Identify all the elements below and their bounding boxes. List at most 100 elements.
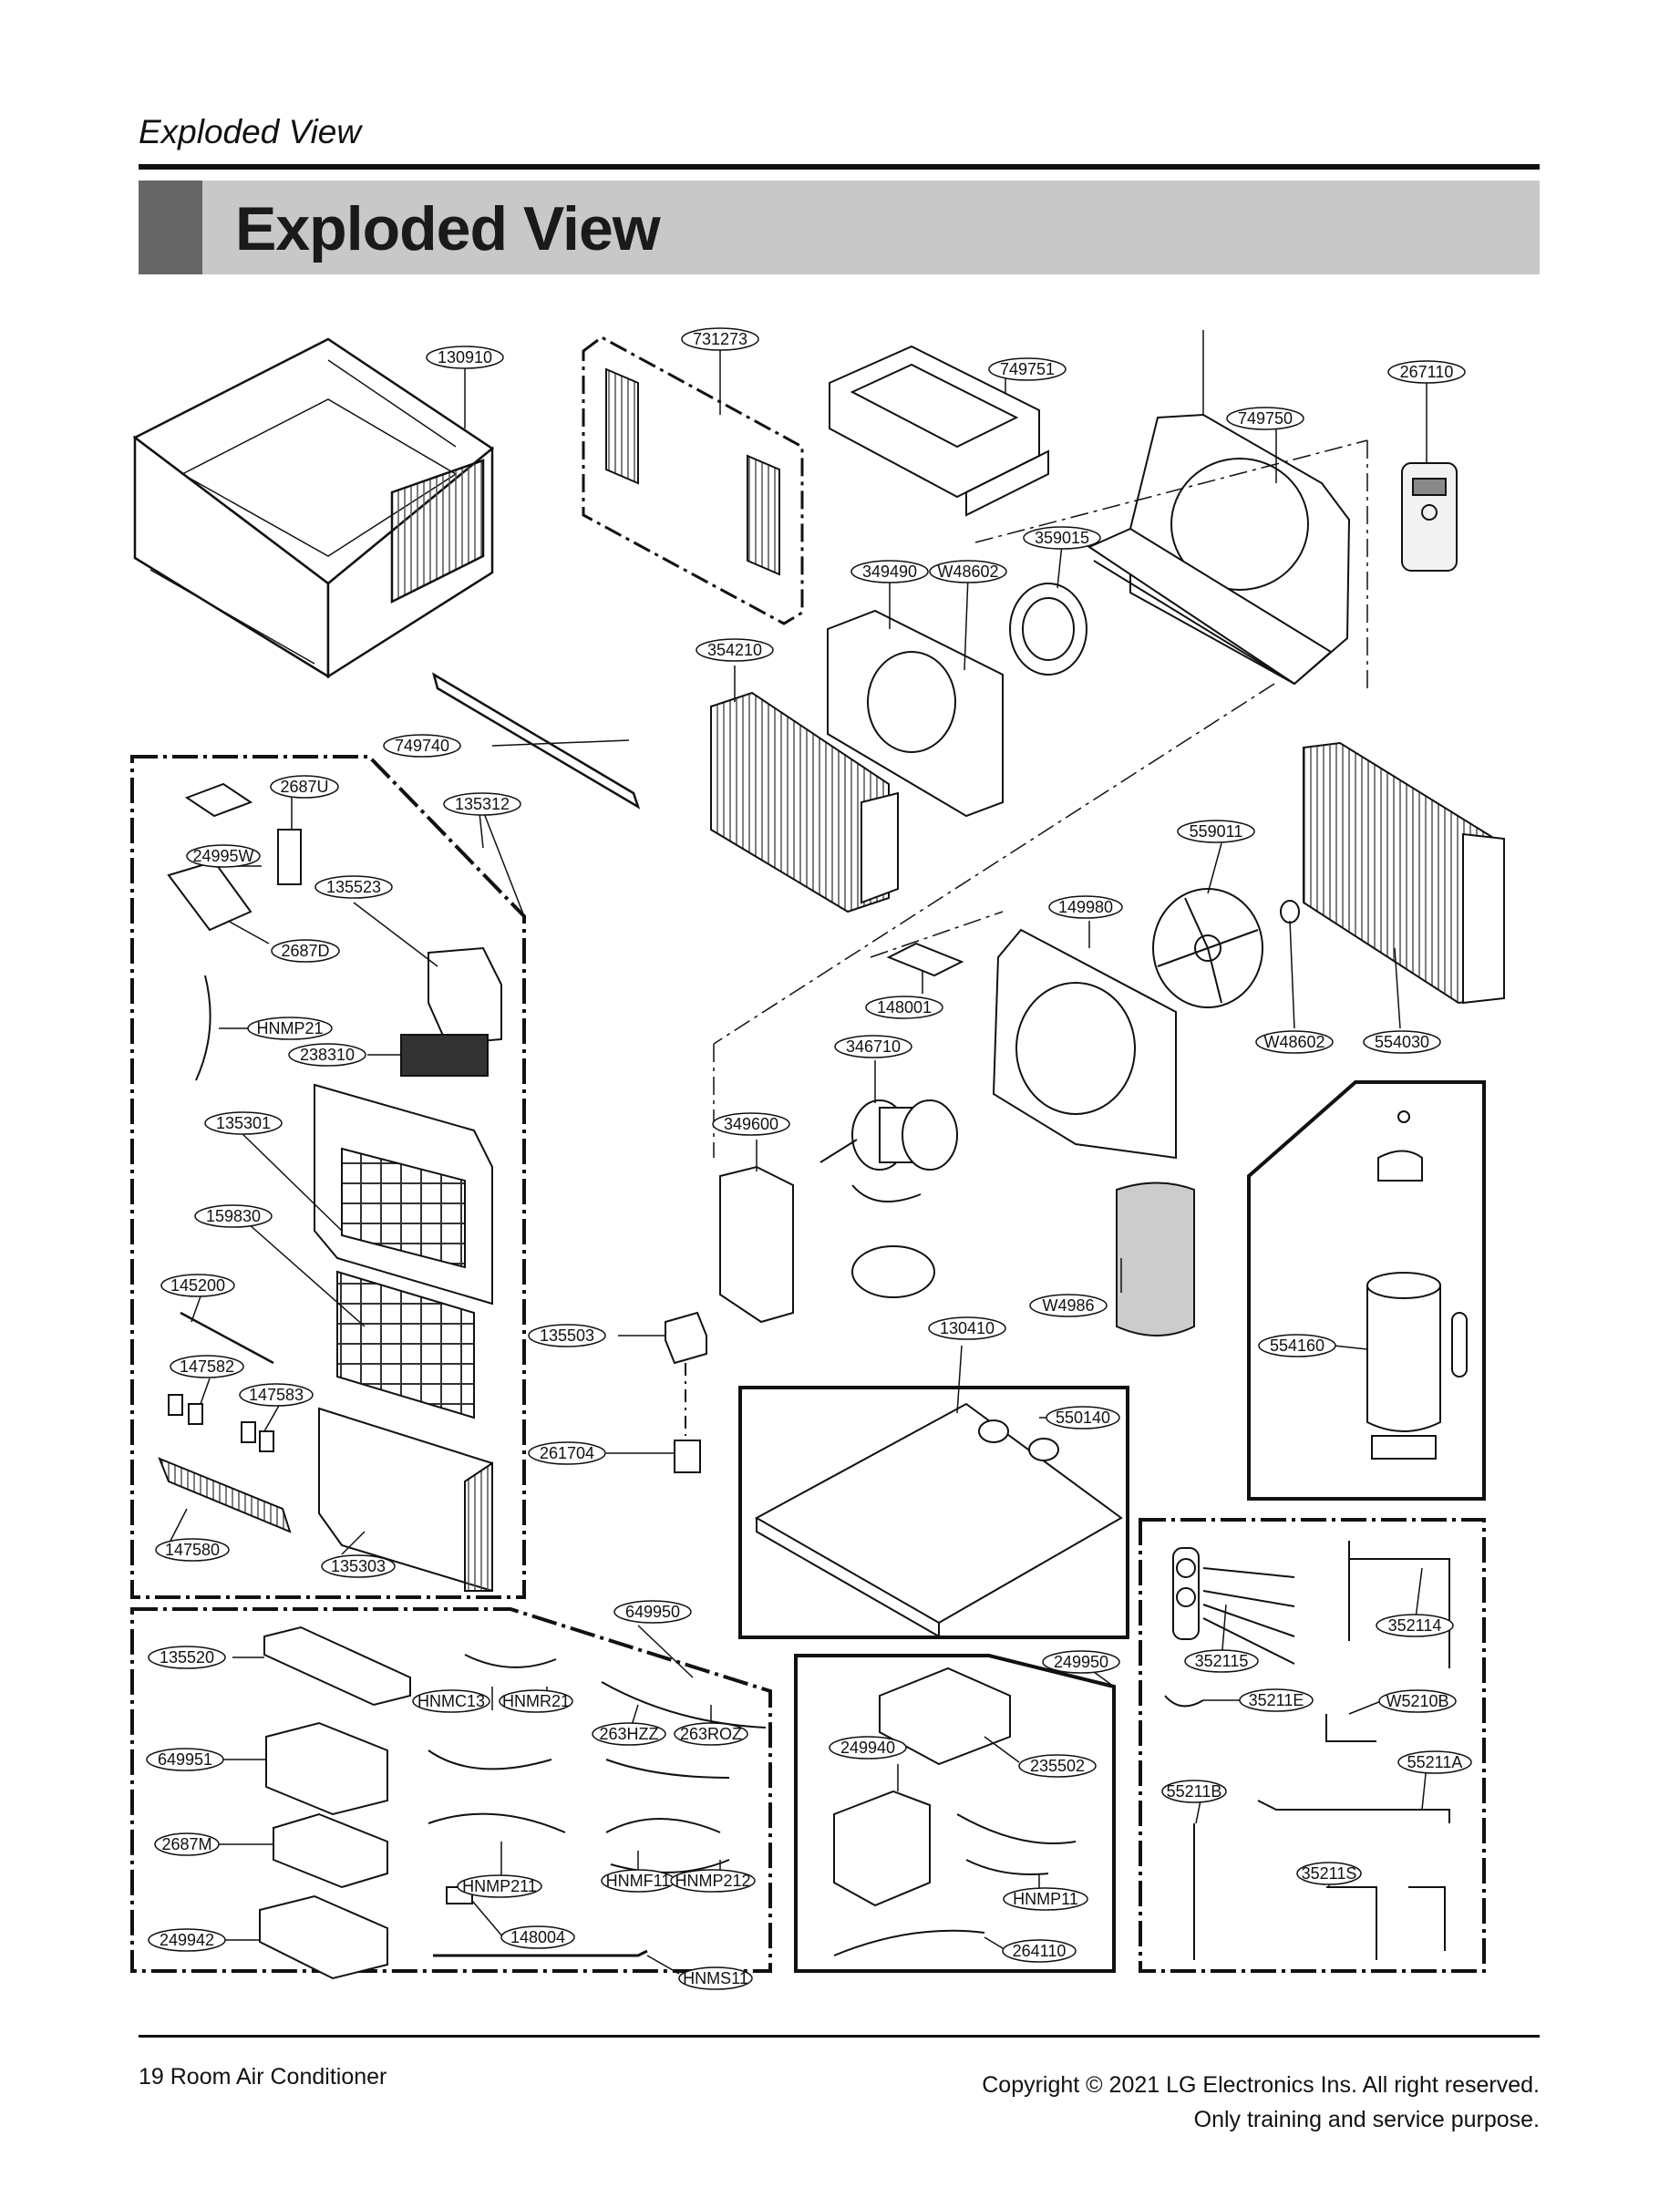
control-box-part bbox=[833, 1790, 931, 1907]
fan-motor-part bbox=[819, 1099, 958, 1202]
title-band: Exploded View bbox=[139, 181, 1540, 274]
orifice-part bbox=[827, 609, 1004, 818]
group-box-base bbox=[738, 1386, 1129, 1639]
label-55211a: 55211A bbox=[1407, 1753, 1463, 1771]
label-2687d: 2687D bbox=[281, 942, 329, 960]
label-559011: 559011 bbox=[1190, 822, 1243, 841]
label-w48602-lower: W48602 bbox=[1263, 1033, 1324, 1051]
wire-harness-264110 bbox=[833, 1929, 985, 1956]
compressor-part bbox=[1366, 1110, 1468, 1460]
label-264110: 264110 bbox=[1013, 1942, 1067, 1960]
label-148001: 148001 bbox=[877, 998, 932, 1017]
group-box-piping bbox=[1139, 1518, 1486, 1973]
title-accent-block bbox=[139, 181, 202, 274]
evaporator-part bbox=[710, 691, 899, 913]
label-352115: 352115 bbox=[1195, 1652, 1249, 1670]
pcb-cover-part bbox=[263, 1626, 411, 1707]
frame-part bbox=[582, 335, 804, 625]
copyright-text: Copyright © 2021 LG Electronics Ins. All… bbox=[982, 2072, 1540, 2098]
label-147580: 147580 bbox=[165, 1541, 220, 1559]
label-hnmc13: HNMC13 bbox=[417, 1692, 485, 1710]
control-box-cover-part bbox=[879, 1667, 1011, 1766]
label-2687m: 2687M bbox=[161, 1835, 211, 1853]
label-145200: 145200 bbox=[170, 1276, 225, 1295]
filter-rod-part bbox=[180, 1311, 274, 1365]
wire-harness-hnmf11 bbox=[605, 1818, 721, 1833]
label-147583: 147583 bbox=[249, 1386, 304, 1404]
power-pcb-part bbox=[273, 1812, 388, 1889]
relay-part bbox=[674, 1440, 701, 1473]
label-35211e: 35211E bbox=[1249, 1691, 1304, 1709]
label-130410: 130410 bbox=[940, 1319, 995, 1337]
label-731273: 731273 bbox=[693, 330, 747, 348]
tube-35211e bbox=[1164, 1695, 1204, 1708]
label-554030: 554030 bbox=[1375, 1033, 1429, 1051]
label-249940: 249940 bbox=[840, 1739, 895, 1757]
wire-harness-263hzz bbox=[601, 1681, 767, 1729]
label-hnmr21: HNMR21 bbox=[502, 1692, 570, 1710]
base-plate-part bbox=[851, 1245, 935, 1298]
wire-harness-235502 bbox=[956, 1813, 1077, 1844]
label-135520: 135520 bbox=[160, 1648, 214, 1667]
label-261704: 261704 bbox=[540, 1444, 594, 1462]
label-159830: 159830 bbox=[206, 1207, 261, 1225]
label-135523: 135523 bbox=[326, 878, 381, 896]
group-box-control-box bbox=[794, 1654, 1116, 1973]
section-header: Exploded View bbox=[139, 113, 362, 150]
label-w48602-upper: W48602 bbox=[937, 562, 998, 581]
label-649951: 649951 bbox=[158, 1750, 212, 1769]
label-hnmp21: HNMP21 bbox=[256, 1019, 323, 1037]
page-title: Exploded View bbox=[235, 194, 661, 263]
label-554160: 554160 bbox=[1270, 1337, 1324, 1355]
control-case-part bbox=[428, 946, 502, 1046]
label-35211s: 35211S bbox=[1302, 1864, 1357, 1883]
label-749751: 749751 bbox=[1000, 360, 1055, 378]
label-24995w: 24995W bbox=[192, 847, 253, 865]
header-rule bbox=[139, 164, 1540, 170]
wire-harness-263roz bbox=[605, 1759, 730, 1779]
cabinet-part bbox=[132, 337, 495, 679]
label-149980: 149980 bbox=[1058, 898, 1113, 916]
label-130910: 130910 bbox=[438, 348, 492, 366]
label-hnmp212: HNMP212 bbox=[675, 1872, 750, 1890]
condenser-part bbox=[1303, 741, 1505, 1005]
inlet-grille-part bbox=[318, 1407, 493, 1593]
propeller-fan-part bbox=[1152, 888, 1300, 1008]
label-235502: 235502 bbox=[1030, 1757, 1085, 1775]
air-guide-part bbox=[829, 345, 1049, 517]
compressor-blanket-part bbox=[1116, 1182, 1195, 1337]
label-249950: 249950 bbox=[1054, 1653, 1108, 1671]
louver-part bbox=[158, 1457, 292, 1533]
label-249942: 249942 bbox=[160, 1931, 214, 1949]
main-pcb-part bbox=[167, 860, 253, 932]
blower-housing-part bbox=[1087, 413, 1351, 686]
label-hnmf11: HNMF11 bbox=[606, 1872, 671, 1890]
tube-35211s bbox=[1326, 1886, 1446, 1960]
thermistor-assy-part bbox=[1172, 1547, 1295, 1665]
label-w4986: W4986 bbox=[1042, 1296, 1094, 1315]
base-pan-part bbox=[754, 1402, 1123, 1638]
air-filter-part bbox=[336, 1270, 475, 1419]
group-box-electrical bbox=[130, 1607, 772, 1973]
group-box-compressor bbox=[1247, 1080, 1486, 1501]
label-135503: 135503 bbox=[540, 1326, 594, 1345]
bracket-part bbox=[886, 942, 964, 977]
clip-parts bbox=[168, 1394, 274, 1452]
label-349490: 349490 bbox=[862, 562, 917, 581]
label-550140: 550140 bbox=[1056, 1409, 1110, 1427]
pcb-holder-part bbox=[184, 782, 253, 818]
tube-w5210b bbox=[1325, 1714, 1376, 1742]
label-135303: 135303 bbox=[331, 1557, 386, 1575]
shroud-part bbox=[992, 928, 1177, 1160]
wire-harness-hnmp211 bbox=[428, 1812, 566, 1833]
label-135301: 135301 bbox=[216, 1114, 271, 1132]
page-number: 19 Room Air Conditioner bbox=[139, 2064, 387, 2090]
label-hnmp211: HNMP211 bbox=[462, 1877, 537, 1895]
tube-55211a bbox=[1257, 1800, 1450, 1823]
wire-harness-hnmp212 bbox=[610, 1859, 730, 1873]
label-263hzz: 263HZZ bbox=[599, 1725, 658, 1743]
label-354210: 354210 bbox=[707, 641, 762, 659]
label-2687u: 2687U bbox=[280, 778, 328, 796]
label-w5210b: W5210B bbox=[1386, 1692, 1448, 1710]
